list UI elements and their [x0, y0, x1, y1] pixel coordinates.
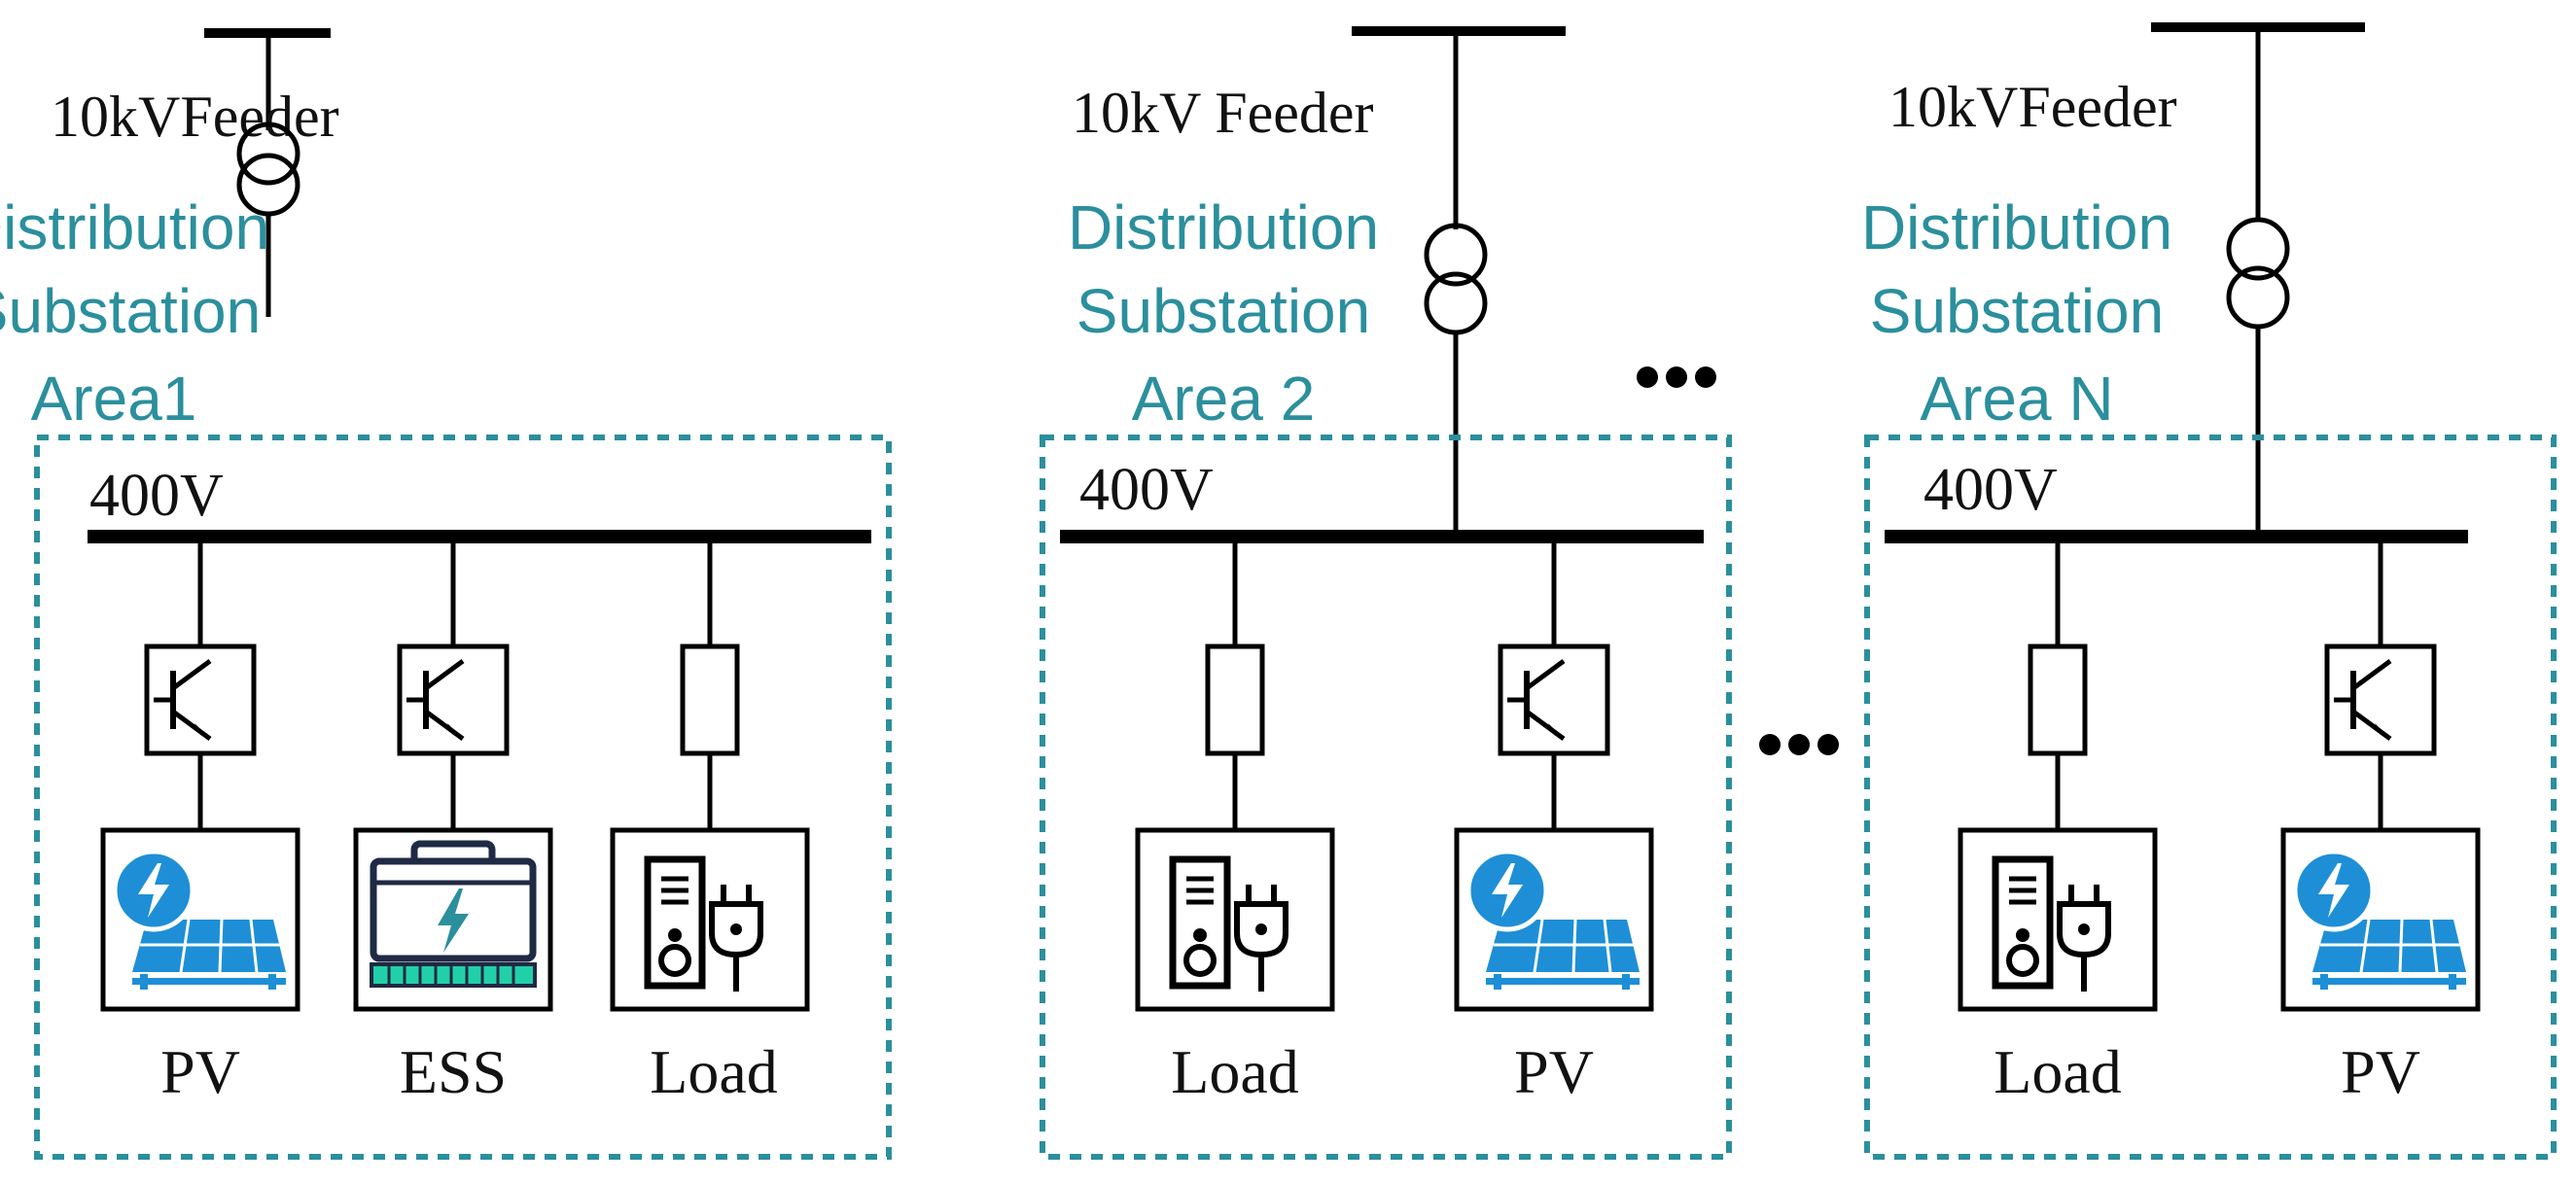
pv-panel-icon: [2283, 830, 2478, 1009]
load-plug-icon: [1138, 830, 1332, 1009]
transistor-icon: [2327, 646, 2434, 753]
device-label-load-2: Load: [1171, 1037, 1299, 1106]
area-boundary-1: [34, 435, 892, 1160]
ellipsis-icon: [1637, 366, 1716, 388]
resistor-icon: [2030, 646, 2085, 753]
area-title-2a: Distribution: [1068, 192, 1379, 262]
area-boundary-2: [1040, 435, 1732, 1160]
area-title-na: Distribution: [1861, 192, 2172, 262]
area-n: 10kVFeeder Distribution Substation Area …: [1861, 22, 2557, 1160]
transistor-icon: [1500, 646, 1607, 753]
resistor-icon: [683, 646, 737, 753]
device-label-ess-1: ESS: [400, 1037, 507, 1106]
device-label-load-1: Load: [650, 1037, 778, 1106]
bus-voltage-n: 400V: [1923, 457, 2058, 523]
transformer-icon: [2226, 217, 2290, 330]
pv-panel-icon: [103, 830, 298, 1009]
device-label-pv-1: PV: [160, 1037, 240, 1106]
device-label-pv-2: PV: [1514, 1037, 1594, 1106]
transistor-icon: [400, 646, 507, 753]
battery-icon: [356, 830, 550, 1009]
area-title-2b: Substation: [1076, 276, 1370, 346]
area-title-1b: Substation: [0, 276, 261, 346]
device-label-pv-n: PV: [2341, 1037, 2420, 1106]
area-1: 10kVFeeder Distribution Substation Area1…: [0, 28, 892, 1160]
pv-panel-icon: [1457, 830, 1651, 1009]
ellipsis-icon: [1759, 734, 1839, 755]
load-plug-icon: [1960, 830, 2155, 1009]
area-title-nc: Area N: [1920, 364, 2113, 434]
transformer-icon: [1424, 223, 1488, 335]
device-label-load-n: Load: [1994, 1037, 2122, 1106]
area-title-1c: Area1: [31, 364, 197, 434]
transistor-icon: [147, 646, 254, 753]
feeder-label-n: 10kVFeeder: [1888, 75, 2177, 139]
bus-voltage-2: 400V: [1079, 457, 1214, 523]
bus-voltage-1: 400V: [89, 463, 224, 529]
resistor-icon: [1208, 646, 1262, 753]
area-title-1a: Distribution: [0, 192, 269, 262]
area-boundary-n: [1864, 435, 2557, 1160]
area-title-2c: Area 2: [1132, 364, 1316, 434]
load-plug-icon: [613, 830, 807, 1009]
area-title-nb: Substation: [1870, 276, 2164, 346]
area-2: 10kV Feeder Distribution Substation Area…: [1040, 26, 1732, 1160]
feeder-label-2: 10kV Feeder: [1072, 81, 1374, 145]
